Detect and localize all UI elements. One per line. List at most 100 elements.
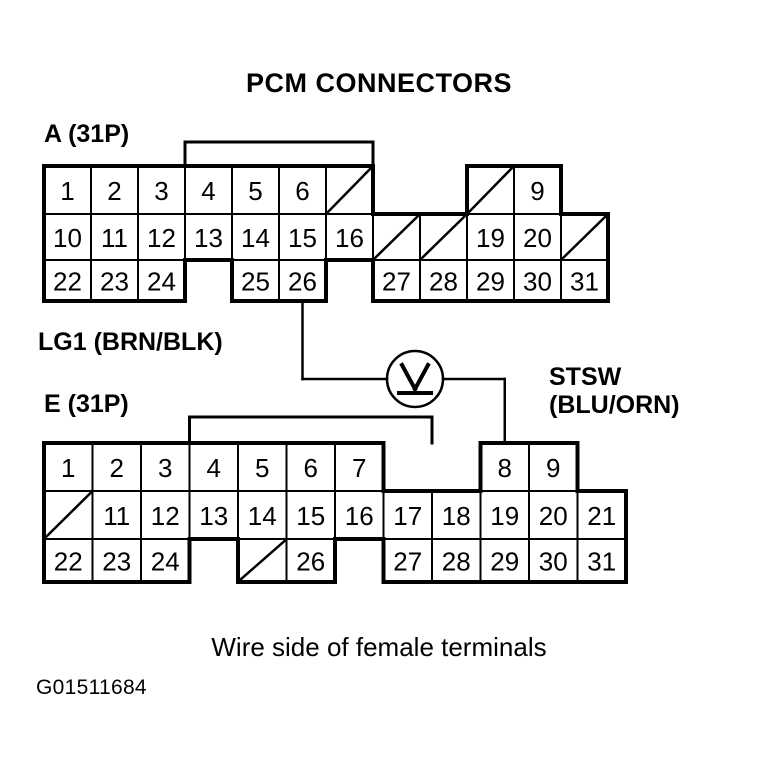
pin-number: 31 (570, 267, 599, 297)
pin-cell: 31 (576, 538, 627, 583)
wire-label-lg1: LG1 (BRN/BLK) (38, 328, 223, 356)
pin-number: 9 (530, 176, 544, 206)
pin-number: 24 (147, 267, 176, 297)
pin-number: 10 (53, 223, 82, 253)
pin-number: 22 (54, 547, 83, 577)
pin-cell: 27 (382, 538, 433, 583)
pin-number: 18 (442, 501, 471, 531)
wire-label-stsw-line1: STSW (549, 363, 622, 391)
pin-cell: 23 (90, 259, 139, 302)
pin-number: 26 (296, 547, 325, 577)
pin-number: 16 (335, 223, 364, 253)
pin-cell: 22 (43, 538, 94, 583)
pin-number: 12 (147, 223, 176, 253)
pin-cell: 11 (90, 213, 139, 261)
pin-cell: 5 (237, 442, 288, 492)
pin-cell: 21 (576, 490, 627, 540)
pin-cell: 9 (513, 165, 562, 215)
pin-number: 3 (154, 176, 168, 206)
pin-number: 31 (587, 547, 616, 577)
pin-cell: 22 (43, 259, 92, 302)
pin-cell: 16 (325, 213, 374, 261)
pin-cell: 8 (479, 442, 530, 492)
pin-cell: 15 (285, 490, 336, 540)
pin-cell: 31 (560, 259, 609, 302)
pin-cell: 6 (285, 442, 336, 492)
pin-cell: 13 (184, 213, 233, 261)
pin-cell: 15 (278, 213, 327, 261)
pin-number: 14 (241, 223, 270, 253)
pin-number: 6 (295, 176, 309, 206)
pin-cell: 2 (90, 165, 139, 215)
pin-cell (560, 213, 609, 261)
pin-number: 23 (100, 267, 129, 297)
figure-code: G01511684 (36, 676, 147, 699)
pin-number: 5 (248, 176, 262, 206)
pin-cell: 12 (140, 490, 191, 540)
pin-cell: 10 (43, 213, 92, 261)
voltmeter-circle (385, 349, 445, 409)
pin-number: 24 (151, 547, 180, 577)
pin-cell (43, 490, 94, 540)
pin-cell-blank-slash (238, 539, 287, 582)
pin-cell-blank-slash (326, 166, 373, 214)
pin-cell: 26 (278, 259, 327, 302)
pin-number: 29 (476, 267, 505, 297)
pin-number: 25 (241, 267, 270, 297)
pin-cell: 23 (91, 538, 142, 583)
pin-cell: 27 (372, 259, 421, 302)
wire-label-stsw-line2: (BLU/ORN) (549, 391, 680, 419)
connector-e-label: E (31P) (44, 390, 129, 418)
pin-number: 4 (207, 453, 221, 483)
pin-cell-blank-slash (373, 214, 420, 260)
pin-number: 15 (296, 501, 325, 531)
pin-number: 26 (288, 267, 317, 297)
pin-cell: 6 (278, 165, 327, 215)
pin-number: 6 (304, 453, 318, 483)
pin-cell: 29 (479, 538, 530, 583)
pin-cell: 4 (184, 165, 233, 215)
pin-cell: 28 (431, 538, 482, 583)
pin-cell: 2 (91, 442, 142, 492)
pin-number: 9 (546, 453, 560, 483)
pin-number: 11 (103, 501, 130, 531)
voltmeter-v-left (399, 362, 418, 392)
pin-number: 2 (110, 453, 124, 483)
pin-cell: 18 (431, 490, 482, 540)
pin-number: 16 (345, 501, 374, 531)
page-title: PCM CONNECTORS (245, 68, 513, 98)
pin-number: 17 (393, 501, 422, 531)
pin-cell-blank-slash (467, 166, 514, 214)
figure-caption: Wire side of female terminals (211, 632, 547, 662)
pin-cell: 20 (513, 213, 562, 261)
pin-cell: 26 (285, 538, 336, 583)
wire-label-stsw: STSW (BLU/ORN) (549, 363, 680, 419)
pin-number: 4 (201, 176, 215, 206)
pin-cell: 19 (479, 490, 530, 540)
pin-number: 23 (102, 547, 131, 577)
pin-number: 11 (101, 223, 128, 253)
pin-number: 27 (393, 547, 422, 577)
pin-cell-blank-slash (561, 214, 608, 260)
pin-number: 13 (199, 501, 228, 531)
pin-cell: 14 (237, 490, 288, 540)
pin-number: 12 (151, 501, 180, 531)
pin-cell-blank-slash (44, 491, 93, 539)
pin-cell-blank-slash (420, 214, 467, 260)
pin-cell: 7 (334, 442, 385, 492)
pin-cell: 20 (528, 490, 579, 540)
pin-cell: 1 (43, 442, 94, 492)
pin-number: 20 (539, 501, 568, 531)
pin-number: 15 (288, 223, 317, 253)
pin-cell: 13 (188, 490, 239, 540)
pin-number: 22 (53, 267, 82, 297)
pin-cell: 30 (528, 538, 579, 583)
pin-cell: 14 (231, 213, 280, 261)
pin-cell: 28 (419, 259, 468, 302)
pin-number: 21 (587, 501, 616, 531)
pin-cell: 1 (43, 165, 92, 215)
voltmeter-symbol (385, 349, 445, 409)
pin-number: 20 (523, 223, 552, 253)
